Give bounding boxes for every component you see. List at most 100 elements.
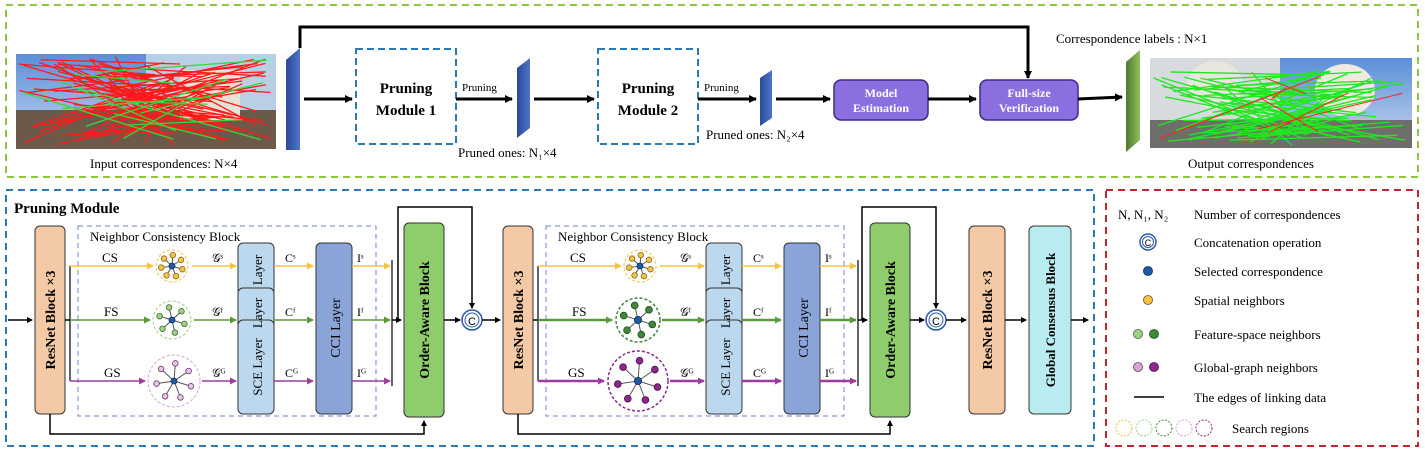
svg-text:ResNet Block ×3: ResNet Block ×3: [981, 271, 996, 370]
full-size-verification-block: [979, 79, 1079, 121]
neighbor-node: [637, 251, 645, 259]
neighbor-node: [177, 256, 185, 264]
svg-text:Layer: Layer: [250, 254, 265, 285]
legend: N, N₁, N₂ Number of correspondences C Co…: [1115, 207, 1341, 437]
correspondence-line: [1268, 92, 1349, 133]
legend-row8: Search regions: [1232, 421, 1309, 436]
legend-global-dot-1: [1133, 362, 1143, 372]
neighbor-node: [630, 301, 639, 310]
stage-a: ResNet Block ×3 Neighbor Consistency Blo…: [34, 206, 501, 435]
search-region-circle: [147, 354, 201, 408]
svg-text:SCE Layer: SCE Layer: [250, 338, 265, 396]
neighbor-node: [653, 383, 662, 391]
svg-text:C: C: [468, 316, 476, 328]
pruning-module-title: Pruning Module: [14, 201, 120, 217]
correspondence-line: [1200, 77, 1329, 109]
correspondence-line: [1264, 77, 1307, 95]
correspondence-line: [26, 77, 271, 94]
neighbor-node: [159, 325, 166, 332]
gg-label-a: 𝒢ᴳ: [212, 366, 226, 380]
selected-node: [634, 315, 643, 324]
svg-text:Cˢ: Cˢ: [285, 251, 296, 265]
svg-text:CS: CS: [570, 250, 586, 265]
pm1-label-2: Module 1: [376, 103, 436, 119]
correspondence-line: [85, 78, 228, 127]
pm2-label-2: Module 2: [618, 103, 678, 119]
correspondence-line: [1184, 76, 1292, 106]
correspondence-line: [114, 73, 202, 78]
neighbor-node: [156, 312, 163, 320]
svg-text:Iˢ: Iˢ: [825, 251, 832, 265]
correspondence-line: [120, 102, 177, 123]
svg-text:𝒢ᶠ: 𝒢ᶠ: [680, 305, 692, 319]
neighbor-node: [179, 266, 186, 273]
pruned-ones-1: Pruned ones: N₁×4: [458, 145, 557, 160]
label-slab: [1126, 50, 1140, 152]
verification-line1: Full-size: [1007, 86, 1051, 100]
neighbor-node: [172, 360, 179, 367]
correspondence-line: [1219, 101, 1320, 121]
svg-text:ResNet Block ×3: ResNet Block ×3: [512, 271, 527, 370]
feature-slab-n2: [760, 70, 772, 126]
selected-node: [168, 262, 176, 270]
neighbor-node: [648, 320, 657, 329]
search-region-circle: [623, 249, 657, 283]
svg-text:CCI Layer: CCI Layer: [329, 298, 344, 358]
legend-row6: Global-graph neighbors: [1194, 360, 1318, 375]
neighbor-node: [619, 363, 627, 371]
model-estimation-line1: Model: [865, 86, 898, 100]
correspondence-line: [113, 100, 208, 105]
neighbor-node: [163, 272, 170, 279]
pm2-label-1: Pruning: [622, 81, 675, 97]
neighbor-node: [165, 304, 173, 311]
legend-global-dot-2: [1149, 362, 1159, 372]
neighbor-node: [158, 264, 165, 271]
correspondence-line: [1222, 123, 1292, 133]
correspondence-line: [1245, 81, 1372, 124]
legend-row4: Spatial neighbors: [1194, 293, 1285, 308]
neighbor-node: [651, 365, 659, 374]
correspondence-line: [25, 62, 258, 94]
svg-text:CCI Layer: CCI Layer: [797, 298, 812, 358]
neighbor-node: [177, 394, 184, 401]
svg-text:Layer: Layer: [718, 297, 733, 328]
svg-text:Order-Aware Block: Order-Aware Block: [884, 261, 899, 379]
correspondence-line: [57, 70, 233, 116]
correspondence-line: [57, 61, 163, 115]
correspondence-line: [92, 106, 263, 121]
neighbor-node: [647, 266, 654, 273]
legend-row5: Feature-space neighbors: [1194, 327, 1321, 342]
selected-node: [170, 377, 178, 385]
svg-text:Cᶠ: Cᶠ: [753, 305, 764, 319]
neighbor-node: [172, 272, 180, 280]
neighbor-node: [631, 272, 638, 279]
ncb-title-a: Neighbor Consistency Block: [90, 229, 241, 244]
legend-feature-dot-1: [1133, 329, 1143, 339]
correspondence-line: [62, 96, 211, 110]
svg-text:Cᴳ: Cᴳ: [753, 366, 766, 380]
selected-node: [634, 376, 643, 385]
neighbor-node: [645, 256, 653, 264]
correspondence-line: [1164, 96, 1343, 132]
correspondence-line: [111, 87, 204, 110]
svg-text:C: C: [1145, 238, 1152, 248]
correspondence-line: [1211, 86, 1372, 94]
neighbor-node: [614, 380, 622, 388]
correspondence-line: [58, 63, 266, 77]
correspondence-line: [1270, 87, 1287, 101]
legend-spatial-dot: [1143, 295, 1153, 305]
sce-layer-a: [237, 319, 275, 415]
neighbor-node: [171, 329, 179, 336]
neighbor-node: [185, 367, 192, 375]
neighbor-node: [178, 308, 185, 315]
stage-b: ResNet Block ×3 Neighbor Consistency Blo…: [502, 206, 1089, 435]
neighbor-node: [626, 264, 633, 271]
gs-row-label-a: GS: [104, 365, 121, 380]
cci-layer-a: [315, 242, 353, 415]
correspondence-line: [125, 86, 230, 102]
neighbor-node: [619, 311, 628, 320]
feature-slab-n4: [286, 48, 300, 150]
search-region-circle: [155, 249, 189, 283]
neighbor-node: [623, 326, 631, 334]
